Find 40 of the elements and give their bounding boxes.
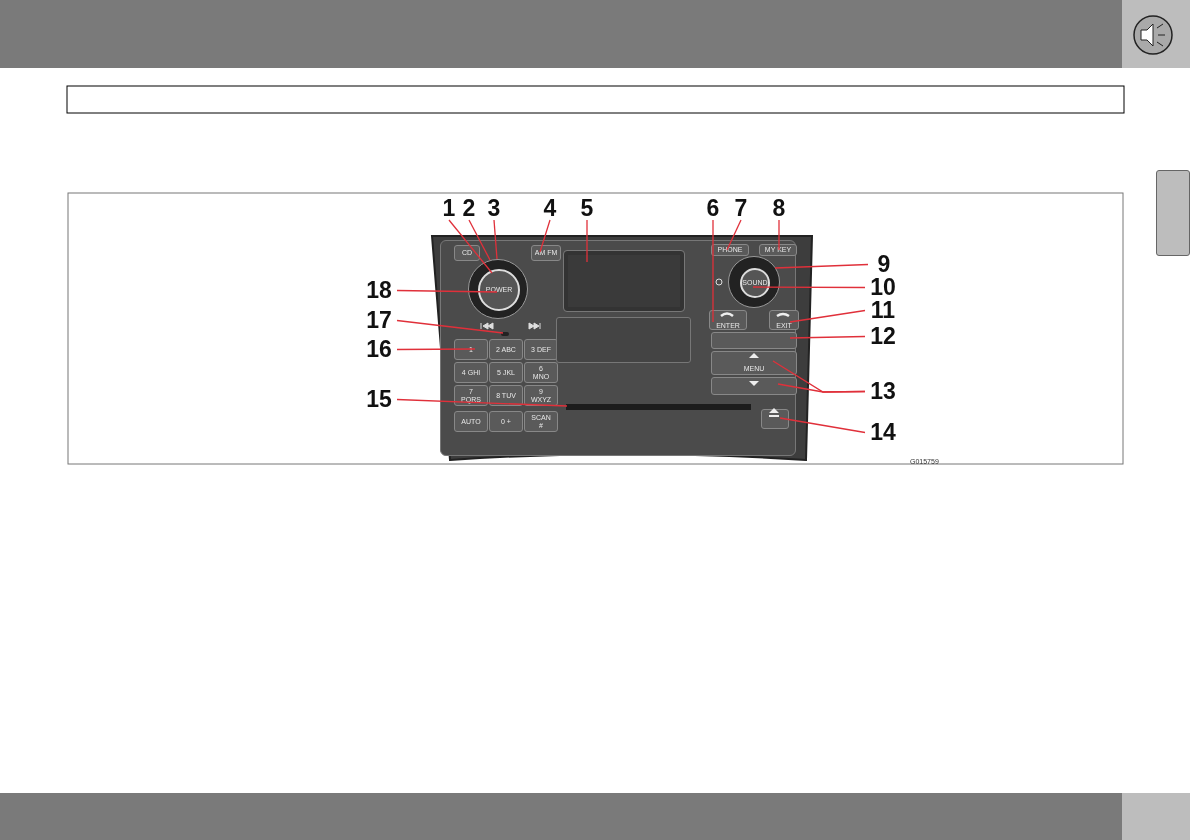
leader-line	[448, 219, 493, 274]
callout-number: 13	[866, 380, 900, 403]
callout-number: 12	[866, 325, 900, 348]
callout-number: 9	[869, 253, 899, 276]
page-tab	[1156, 170, 1190, 256]
leader-line	[752, 286, 866, 289]
leader-line	[774, 263, 869, 269]
callout-number: 4	[535, 197, 565, 220]
leader-line	[586, 219, 588, 263]
leader-line	[493, 219, 498, 260]
leader-line	[779, 417, 866, 434]
callout-number: 18	[362, 279, 396, 302]
callout-number: 16	[362, 338, 396, 361]
leader-line	[396, 289, 498, 293]
callout-number: 8	[764, 197, 794, 220]
leader-line	[396, 398, 568, 407]
leader-line	[468, 219, 491, 261]
panel-button	[711, 332, 797, 349]
callout-number: 17	[362, 309, 396, 332]
leader-line	[789, 309, 866, 323]
display-bay	[556, 317, 691, 363]
radio-panel	[440, 240, 796, 456]
callout-number: 14	[866, 421, 900, 444]
callout-number: 11	[866, 299, 900, 322]
display-screen	[564, 251, 684, 311]
callout-number: 7	[726, 197, 756, 220]
leader-line	[712, 219, 714, 323]
callout-number: 6	[698, 197, 728, 220]
panel-button	[761, 409, 789, 429]
leader-line	[778, 219, 780, 251]
knob-ring	[728, 256, 780, 308]
callout-number: 15	[362, 388, 396, 411]
leader-line	[789, 335, 866, 339]
panel-button	[711, 377, 797, 395]
leader-line	[777, 383, 866, 393]
sensor-mark	[501, 332, 509, 336]
callout-number: 10	[866, 276, 900, 299]
disc-slot	[566, 404, 751, 410]
leader-line	[396, 348, 476, 351]
callout-number: 5	[572, 197, 602, 220]
